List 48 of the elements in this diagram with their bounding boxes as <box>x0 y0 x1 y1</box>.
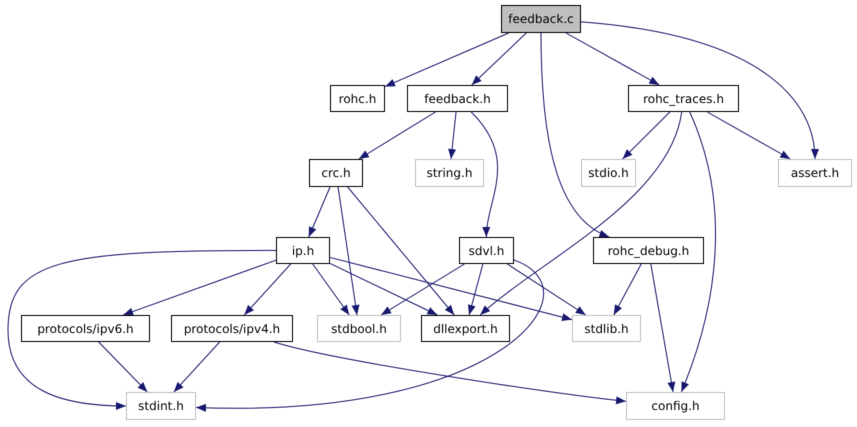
arrow <box>330 262 438 316</box>
file-box: assert.h <box>778 159 852 187</box>
arrow <box>470 112 498 238</box>
arrow <box>506 264 586 316</box>
arrow <box>338 186 360 316</box>
arrow <box>540 32 610 238</box>
arrow <box>448 112 457 160</box>
arrow <box>566 32 660 86</box>
file-box: stdio.h <box>581 159 636 187</box>
arrow <box>480 112 682 316</box>
arrow <box>622 112 670 160</box>
arrow <box>706 112 791 160</box>
file-box: string.h <box>415 159 484 187</box>
arrow <box>380 264 465 316</box>
file-box: protocols/ipv6.h <box>21 315 150 342</box>
arrow <box>173 342 220 392</box>
file-box: rohc_debug.h <box>593 237 704 264</box>
arrow <box>312 264 350 316</box>
arrow <box>244 264 292 316</box>
file-box: config.h <box>626 392 725 420</box>
arrow <box>308 186 331 238</box>
arrow <box>613 264 642 316</box>
file-box: dllexport.h <box>421 315 510 342</box>
arrow <box>98 342 148 392</box>
arrow <box>680 112 716 392</box>
arrow <box>196 260 544 412</box>
file-box: rohc.h <box>330 85 385 112</box>
file-box: feedback.c <box>501 5 581 33</box>
file-box: crc.h <box>309 159 363 187</box>
arrow <box>330 256 572 322</box>
arrow <box>471 32 527 86</box>
file-box: stdint.h <box>126 392 196 420</box>
arrow <box>650 264 676 392</box>
file-box: stdlib.h <box>572 315 641 342</box>
arrow <box>384 32 510 88</box>
arrow <box>580 21 818 160</box>
arrow <box>122 260 276 316</box>
arrow <box>347 186 455 316</box>
file-box: rohc_traces.h <box>628 85 739 112</box>
file-box: stdbool.h <box>317 315 401 342</box>
file-box: protocols/ipv4.h <box>171 315 293 342</box>
arrow <box>358 112 436 160</box>
file-box: ip.h <box>276 237 330 264</box>
arrow <box>468 264 484 316</box>
file-box: feedback.h <box>407 85 508 112</box>
file-box: sdvl.h <box>459 237 514 264</box>
arrow <box>8 250 276 410</box>
arrow <box>274 342 626 404</box>
